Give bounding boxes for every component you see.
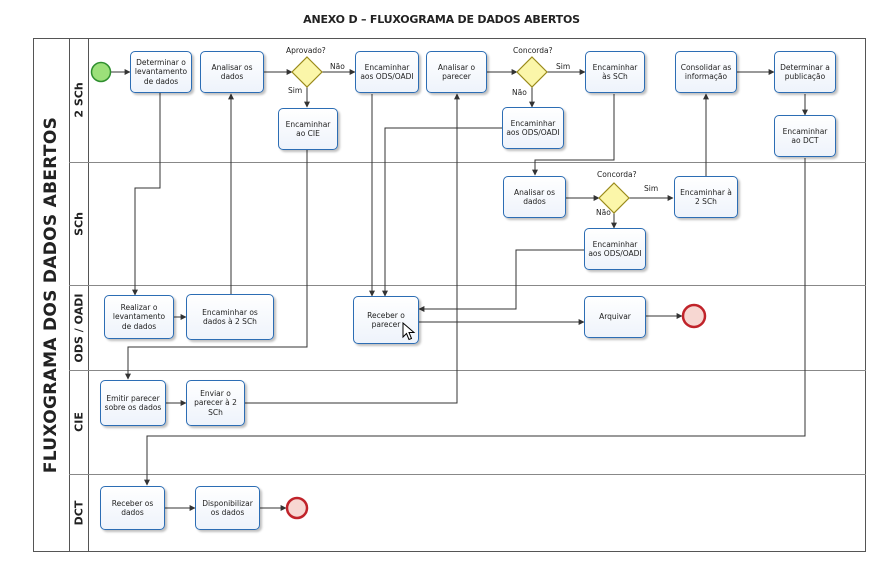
task-consolidar-informacao[interactable]: Consolidar as informação: [675, 51, 737, 93]
lane-separator: [69, 285, 866, 286]
end-event: [285, 496, 309, 520]
task-analisar-dados[interactable]: Analisar os dados: [200, 51, 264, 93]
task-realizar-levantamento[interactable]: Realizar o levantamento de dados: [104, 295, 174, 339]
gateway-label: Concorda?: [597, 170, 637, 179]
task-emitir-parecer[interactable]: Emitir parecer sobre os dados: [100, 380, 166, 426]
task-receber-dados[interactable]: Receber os dados: [100, 486, 165, 530]
lane-2sch-header: 2 SCh: [69, 38, 89, 162]
task-enviar-parecer[interactable]: Enviar o parecer à 2 SCh: [186, 380, 245, 426]
diagram-title: ANEXO D – FLUXOGRAMA DE DADOS ABERTOS: [303, 13, 580, 26]
task-encaminhar-ods-oadi[interactable]: Encaminhar aos ODS/OADI: [355, 51, 419, 93]
gateway-label: Concorda?: [513, 46, 553, 55]
task-analisar-dados-sch[interactable]: Analisar os dados: [503, 176, 566, 218]
lane-sch-header: SCh: [69, 162, 89, 285]
lane-separator: [69, 370, 866, 371]
flow-arrow: [132, 93, 161, 296]
flow-arrow: [144, 158, 806, 486]
lane-ods-oadi-header: ODS / OADI: [69, 285, 89, 370]
task-arquivar[interactable]: Arquivar: [584, 296, 646, 338]
gateway-concorda-2: [598, 182, 630, 214]
task-disponibilizar-dados[interactable]: Disponibilizar os dados: [195, 486, 260, 530]
gateway-label: Aprovado?: [286, 46, 326, 55]
flow-label-nao: Não: [596, 208, 611, 217]
flow-label-sim: Sim: [288, 86, 303, 95]
flow-label-sim: Sim: [644, 184, 659, 193]
lane-separator: [69, 162, 866, 163]
task-encaminhar-cie[interactable]: Encaminhar ao CIE: [278, 108, 338, 150]
flow-label-nao: Não: [330, 62, 345, 71]
pool: [33, 38, 866, 552]
task-encaminhar-ods-oadi[interactable]: Encaminhar aos ODS/OADI: [502, 107, 564, 149]
flow-arrow: [382, 127, 502, 297]
task-encaminhar-dados-2sch[interactable]: Encaminhar os dados à 2 SCh: [186, 294, 274, 340]
flow-arrow: [418, 249, 584, 312]
task-encaminhar-ods-oadi-sch[interactable]: Encaminhar aos ODS/OADI: [584, 228, 646, 270]
flow-arrow: [125, 150, 308, 380]
flow-arrow: [245, 93, 460, 404]
lane-cie-header: CIE: [69, 370, 89, 474]
flow-arrow: [532, 94, 615, 176]
task-encaminhar-dct[interactable]: Encaminhar ao DCT: [774, 115, 836, 157]
task-encaminhar-sch[interactable]: Encaminhar às SCh: [585, 51, 645, 93]
start-event: [90, 61, 112, 83]
mouse-cursor-icon: [402, 322, 416, 341]
flow-label-sim: Sim: [556, 62, 571, 71]
task-determinar-publicacao[interactable]: Determinar a publicação: [774, 51, 836, 93]
lane-dct-header: DCT: [69, 474, 89, 552]
task-analisar-parecer[interactable]: Analisar o parecer: [426, 51, 487, 93]
task-determinar-levantamento[interactable]: Determinar o levantamento de dados: [130, 51, 192, 93]
end-event: [681, 303, 707, 329]
gateway-concorda-1: [516, 56, 548, 88]
flow-label-nao: Não: [512, 88, 527, 97]
task-encaminhar-2sch[interactable]: Encaminhar à 2 SCh: [674, 176, 738, 218]
gateway-aprovado: [291, 56, 323, 88]
lane-separator: [69, 474, 866, 475]
